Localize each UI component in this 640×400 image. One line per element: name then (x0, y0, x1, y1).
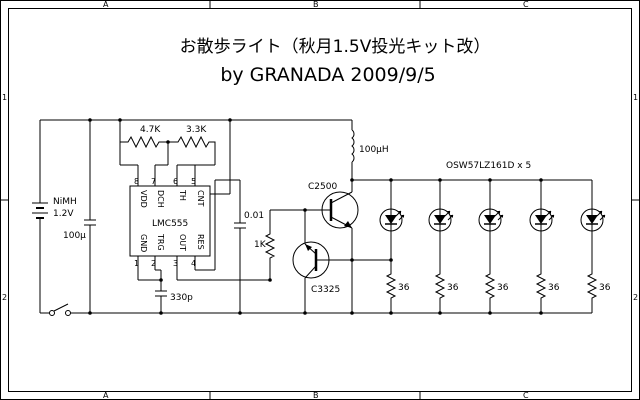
frame-col-b-bottom: B (313, 391, 319, 400)
timing-capacitor-label: 330p (170, 293, 193, 303)
led-1 (379, 178, 405, 315)
power-switch (49, 303, 71, 316)
ic-bottom-wiring: 330p (137, 179, 270, 315)
r-top1-label: 4.7K (140, 125, 161, 135)
ic-pin-2: 2 (151, 259, 156, 268)
led-resistor-1-label: 36 (398, 283, 410, 293)
main-capacitor-label: 100μ (63, 231, 86, 241)
ic-pin-8: 8 (134, 177, 139, 186)
pnp-label: C3325 (311, 285, 340, 295)
main-capacitor: 100μ (63, 118, 96, 315)
led-5 (580, 180, 606, 313)
battery-voltage: 1.2V (53, 209, 74, 219)
pnp-transistor: C3325 (292, 210, 354, 315)
frame-row-1-left: 1 (2, 93, 7, 102)
ic-label-gnd: GND (139, 234, 148, 252)
ic-pin-7: 7 (151, 177, 156, 186)
battery-name: NiMH (53, 197, 77, 207)
ic-name: LMC555 (152, 219, 188, 229)
ic-pin-6: 6 (173, 177, 178, 186)
base-resistor: 1K (254, 209, 305, 282)
ic-label-th: TH (178, 189, 187, 201)
led-4 (529, 178, 555, 315)
ic-pin-1: 1 (134, 259, 139, 268)
frame-col-c-bottom: C (523, 391, 529, 400)
inductor: 100μH (350, 120, 592, 182)
ic-555: LMC555 8 7 6 5 1 2 3 4 VDD DCH TH CNT GN… (129, 118, 232, 268)
ic-label-cnt: CNT (196, 190, 205, 207)
ic-label-dch: DCH (156, 190, 165, 208)
ic-pin-4: 4 (191, 259, 196, 268)
timing-resistors: 4.7K 3.3K (118, 118, 216, 186)
led-resistor-4-label: 36 (548, 283, 560, 293)
title-line-1: お散歩ライト（秋月1.5V投光キット改） (180, 37, 491, 57)
ic-label-out: OUT (178, 234, 187, 251)
led-3 (478, 178, 504, 315)
frame-col-a-bottom: A (103, 391, 109, 400)
frame-col-c-top: C (523, 0, 529, 9)
title-line-2: by GRANADA 2009/9/5 (220, 64, 435, 86)
base-resistor-label: 1K (254, 240, 267, 250)
frame-col-a-top: A (103, 0, 109, 9)
frame-row-2-right: 2 (633, 293, 638, 302)
frame-row-1-right: 1 (633, 93, 638, 102)
led-resistor-5-label: 36 (599, 283, 611, 293)
r-top2-label: 3.3K (186, 125, 207, 135)
supply-rails (39, 119, 592, 314)
ic-pin-3: 3 (173, 259, 178, 268)
npn-label: C2500 (308, 182, 337, 192)
frame-row-2-left: 2 (2, 293, 7, 302)
coupling-capacitor: 0.01 (234, 180, 264, 315)
ic-label-trg: TRG (156, 233, 165, 251)
led-array-label: OSW57LZ161D x 5 (446, 161, 531, 171)
battery: NiMH 1.2V (32, 197, 77, 226)
ic-label-res: RES (196, 234, 205, 250)
led-resistor-3-label: 36 (497, 283, 509, 293)
frame-col-b-top: B (313, 0, 319, 9)
ic-label-vdd: VDD (139, 190, 148, 208)
led-2 (428, 178, 454, 315)
coupling-capacitor-label: 0.01 (244, 211, 264, 221)
led-resistor-2-label: 36 (447, 283, 459, 293)
ic-pin-5: 5 (191, 177, 196, 186)
inductor-label: 100μH (359, 145, 389, 155)
npn-transistor: C2500 (303, 182, 359, 315)
